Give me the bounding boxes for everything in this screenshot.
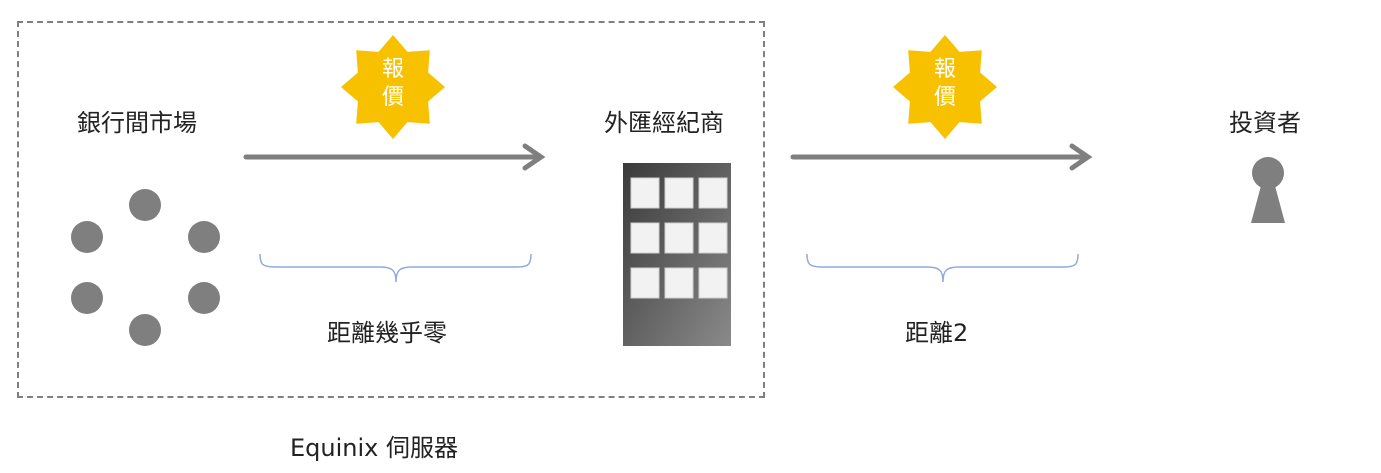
starburst-shape — [341, 35, 445, 139]
forex-broker-label: 外匯經紀商 — [604, 109, 724, 137]
quote-badge-line: 報 — [933, 57, 956, 82]
distance-near-zero-label: 距離幾乎零 — [327, 319, 447, 347]
network-dot — [188, 282, 220, 314]
quote-starburst-icon — [341, 35, 445, 139]
network-dot — [129, 314, 161, 346]
quote-badge-line: 價 — [933, 85, 956, 110]
network-dot — [188, 221, 220, 253]
quote-badge-line: 報 — [381, 57, 404, 82]
quote-starburst-icon — [893, 35, 997, 139]
equinix-region-border — [17, 21, 765, 398]
distance-2-label: 距離2 — [905, 319, 969, 347]
interbank-network-icon — [71, 189, 220, 346]
interbank-market-label: 銀行間市場 — [77, 109, 197, 137]
quote-badge-text: 報 價 — [915, 56, 975, 112]
investor-label: 投資者 — [1229, 109, 1301, 137]
network-dot — [129, 189, 161, 221]
arrow-right-icon — [243, 143, 546, 171]
network-dot — [71, 282, 103, 314]
equinix-server-label: Equinix 伺服器 — [290, 434, 458, 462]
arrow-right-icon — [790, 143, 1093, 171]
quote-badge-text: 報 價 — [363, 56, 423, 112]
network-dot — [71, 221, 103, 253]
brace-icon — [259, 253, 532, 283]
quote-badge-line: 價 — [381, 85, 404, 110]
person-icon — [1251, 157, 1285, 223]
starburst-shape — [893, 35, 997, 139]
brace-icon — [806, 253, 1079, 283]
building-icon — [623, 163, 731, 346]
